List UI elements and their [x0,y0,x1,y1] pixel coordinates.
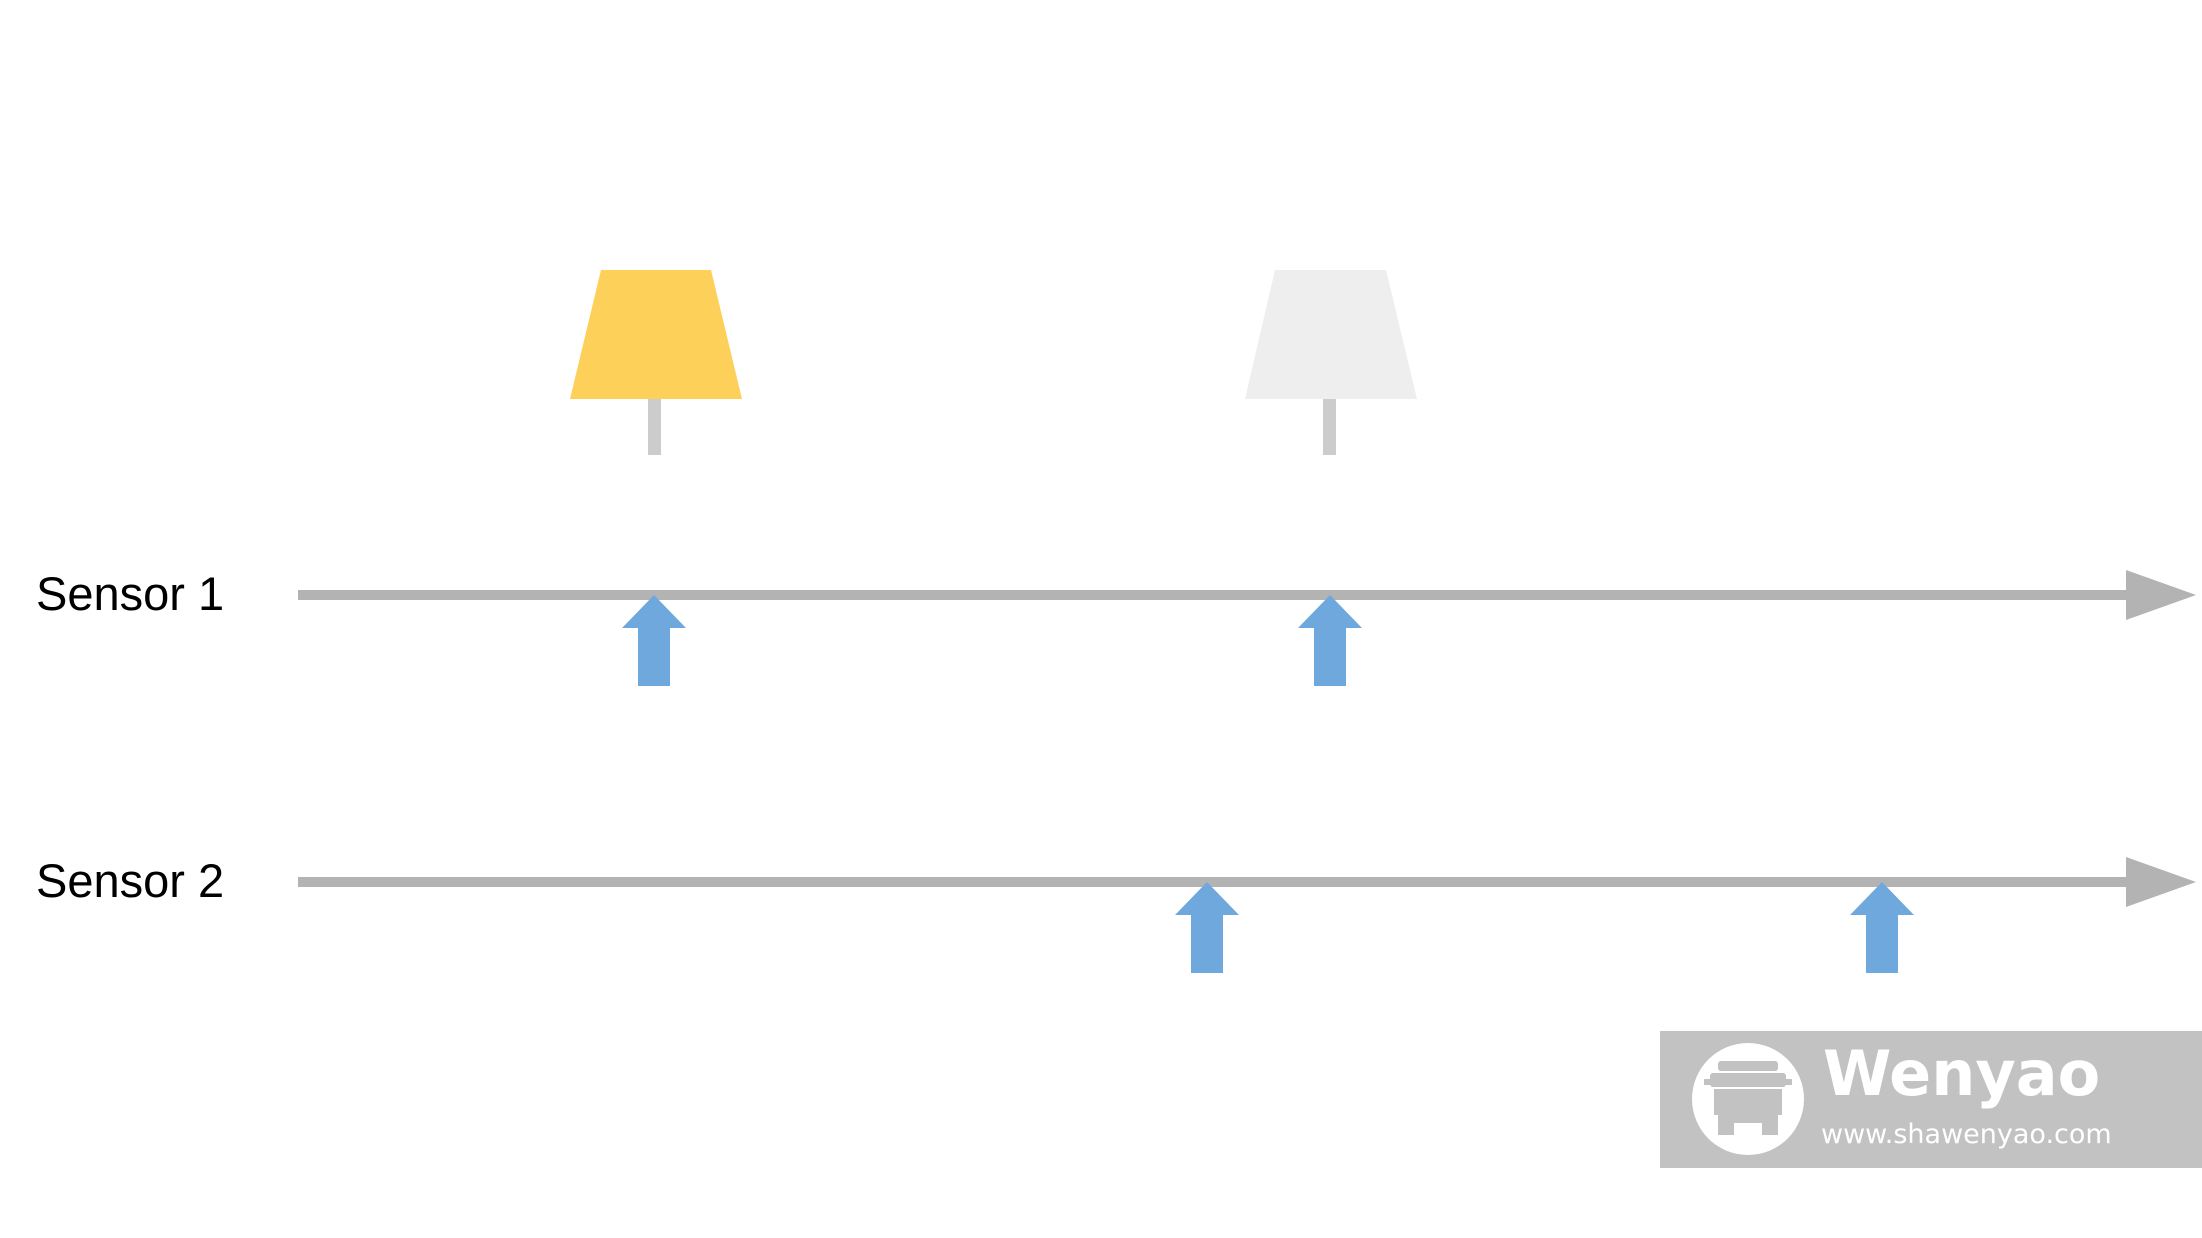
event-arrow [1850,882,1914,973]
lamp-shade-on [570,270,742,399]
timeline-line [298,877,2128,887]
event-arrow [1175,882,1239,973]
sensor-1-timeline [298,570,2196,620]
sensor-1-label: Sensor 1 [36,567,225,620]
event-arrow [1298,595,1362,686]
sensor-2-label: Sensor 2 [36,854,225,907]
lamp-on [570,270,742,455]
lamp-stem [648,399,661,455]
sensor-2-timeline [298,857,2196,907]
event-arrow [622,595,686,686]
lamp-stem [1323,399,1336,455]
badge-title: Wenyao [1823,1037,2101,1110]
car-logo-icon [1704,1061,1792,1135]
logo-circle [1692,1043,1804,1155]
timeline-line [298,590,2128,600]
timeline-arrowhead [2126,570,2196,620]
watermark-badge: Wenyao www.shawenyao.com [1660,1031,2202,1168]
badge-url: www.shawenyao.com [1821,1119,2112,1150]
timeline-arrowhead [2126,857,2196,907]
lamp-shade-off [1245,270,1417,399]
lamp-off [1245,270,1417,455]
